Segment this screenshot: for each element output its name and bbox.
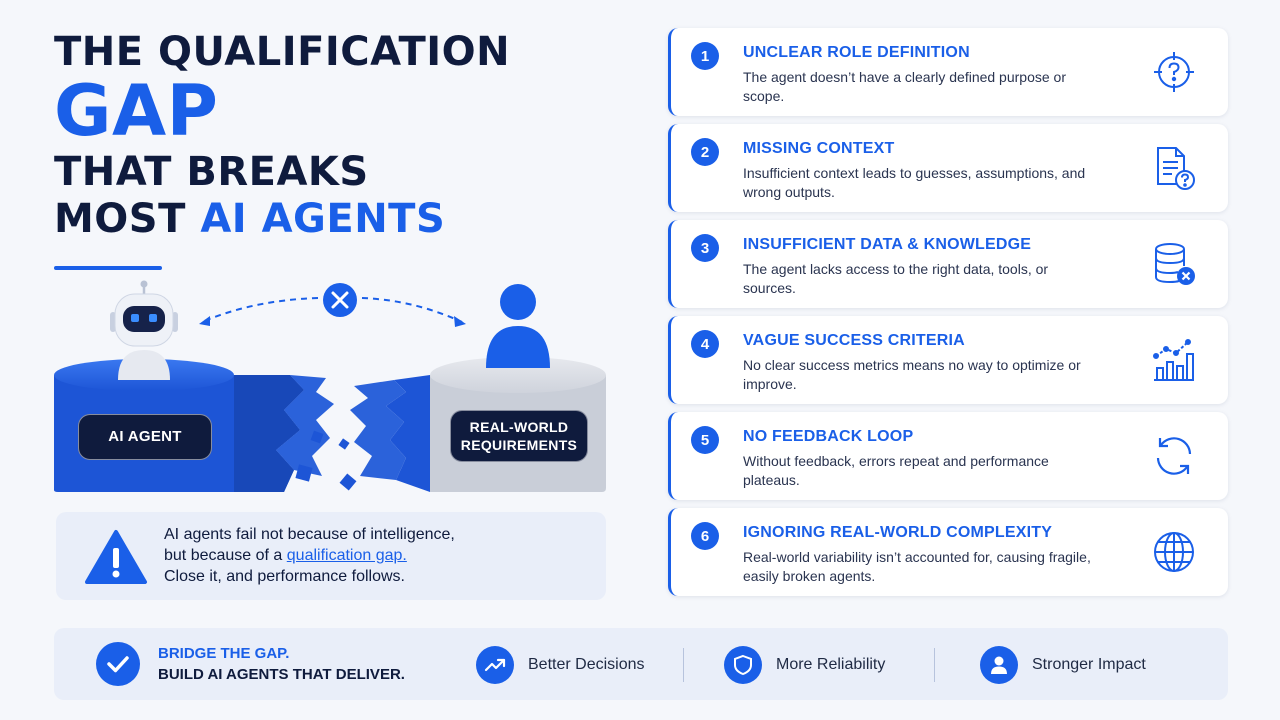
title-line-4: MOST AI AGENTS [54,196,614,242]
chart-trend-icon [1153,339,1194,381]
gap-card-3: 3 INSUFFICIENT DATA & KNOWLEDGE The agen… [668,220,1228,308]
warning-callout: AI agents fail not because of intelligen… [56,512,606,600]
title-line-3: THAT BREAKS [54,149,369,195]
gap-description: The agent doesn’t have a clearly defined… [743,69,1066,104]
check-circle-icon [96,642,140,686]
gap-description: Real-world variability isn’t accounted f… [743,549,1091,584]
gap-title: IGNORING REAL-WORLD COMPLEXITY [743,524,1053,541]
gap-title: MISSING CONTEXT [743,140,895,157]
benefit-label: More Reliability [776,656,886,673]
gap-number: 6 [691,522,719,550]
gap-number: 3 [691,234,719,262]
refresh-icon [1156,437,1192,475]
ai-agent-label: AI AGENT [78,414,212,460]
falling-debris [295,430,357,491]
target-question-icon [1154,52,1194,92]
warning-icon [84,528,148,591]
requirements-label-line-1: REAL-WORLD [469,419,569,435]
person-icon [980,646,1018,684]
shield-icon [724,646,762,684]
benefit-stronger-impact: Stronger Impact [980,645,1146,685]
globe-icon [1154,532,1194,572]
gap-description: Insufficient context leads to guesses, a… [743,165,1086,200]
gap-number: 5 [691,426,719,454]
bottom-bar: BRIDGE THE GAP. BUILD AI AGENTS THAT DEL… [54,628,1228,700]
gap-title: VAGUE SUCCESS CRITERIA [743,332,965,349]
document-question-icon [1157,147,1195,190]
gap-number: 2 [691,138,719,166]
title-line-1: THE QUALIFICATION [54,29,511,75]
gap-card-4: 4 VAGUE SUCCESS CRITERIA No clear succes… [668,316,1228,404]
gap-title: INSUFFICIENT DATA & KNOWLEDGE [743,236,1032,253]
gap-illustration: AI AGENT REAL-WORLD REQUIREMENTS [54,280,610,500]
bridge-headline: BRIDGE THE GAP. [158,645,290,662]
trend-up-icon [476,646,514,684]
warning-line-3: Close it, and performance follows. [164,568,405,585]
gap-card-6: 6 IGNORING REAL-WORLD COMPLEXITY Real-wo… [668,508,1228,596]
gap-title: UNCLEAR ROLE DEFINITION [743,44,970,61]
gap-number: 4 [691,330,719,358]
benefit-label: Better Decisions [528,656,645,673]
title-line-2: GAP [54,70,219,152]
warning-line-1: AI agents fail not because of intelligen… [164,526,455,543]
ai-agent-label-text: AI AGENT [108,428,182,445]
warning-line-2: but because of a qualification gap. [164,545,455,566]
gap-number: 1 [691,42,719,70]
database-x-icon [1155,243,1195,285]
x-circle-icon [323,283,357,317]
title-line-4-part-a: MOST [54,196,201,242]
gap-description: No clear success metrics means no way to… [743,357,1081,392]
requirements-label-line-2: REQUIREMENTS [460,437,578,453]
divider [683,648,684,682]
gap-card-5: 5 NO FEEDBACK LOOP Without feedback, err… [668,412,1228,500]
title-line-4-part-b: AI AGENTS [200,196,446,242]
gap-illustration-svg [54,280,606,492]
qualification-gap-highlight: qualification gap. [286,547,407,564]
warning-line-2-part-a: but because of a [164,547,287,564]
benefit-better-decisions: Better Decisions [476,645,645,685]
gap-card-1: 1 UNCLEAR ROLE DEFINITION The agent does… [668,28,1228,116]
gap-card-2: 2 MISSING CONTEXT Insufficient context l… [668,124,1228,212]
title-block: THE QUALIFICATION GAP THAT BREAKS MOST A… [54,30,614,242]
divider [934,648,935,682]
warning-text: AI agents fail not because of intelligen… [164,524,455,587]
robot-icon [110,280,178,380]
person-icon [486,284,550,368]
benefit-label: Stronger Impact [1032,656,1146,673]
gap-description: Without feedback, errors repeat and perf… [743,453,1049,488]
gap-title: NO FEEDBACK LOOP [743,428,914,445]
benefit-more-reliability: More Reliability [724,645,885,685]
bridge-subline: BUILD AI AGENTS THAT DELIVER. [158,666,405,683]
gap-description: The agent lacks access to the right data… [743,261,1049,296]
title-underline [54,266,162,270]
requirements-label: REAL-WORLD REQUIREMENTS [450,410,588,462]
dashed-arrows [201,297,463,323]
